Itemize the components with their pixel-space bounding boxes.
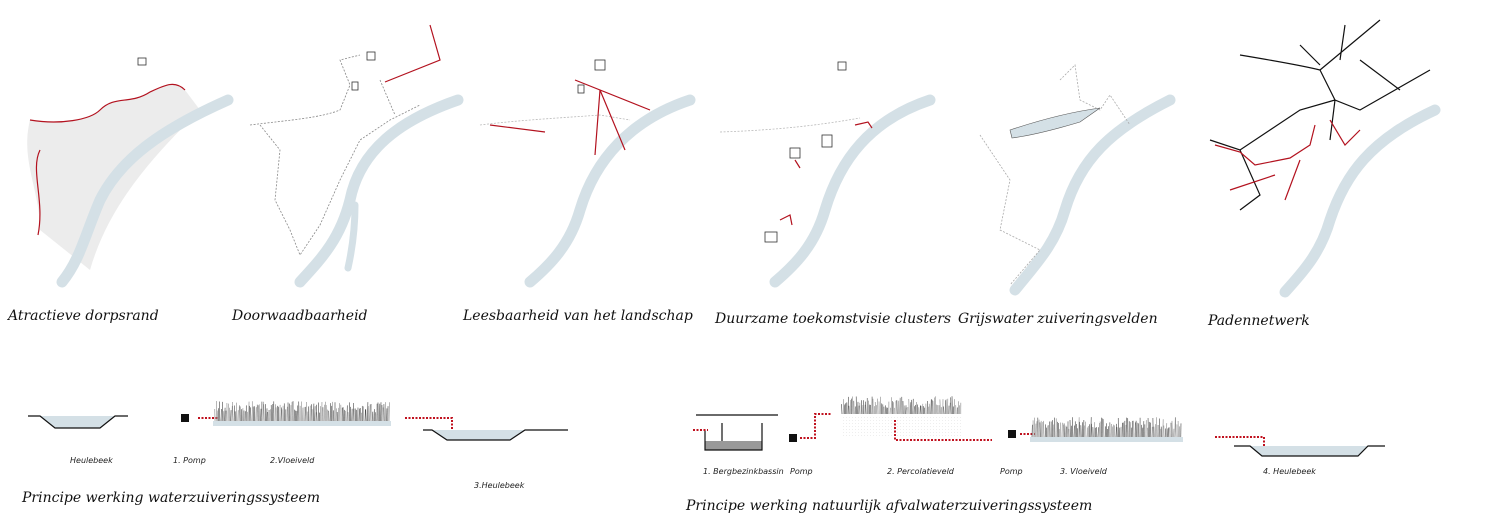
- step-label: 1. Bergbezinkbassin: [703, 467, 784, 476]
- map-caption: Duurzame toekomstvisie clusters: [714, 311, 951, 327]
- reed-vegetation: [1031, 417, 1182, 438]
- step-label: 3. Vloeiveld: [1060, 467, 1108, 476]
- flow-field: [1030, 437, 1183, 442]
- step-label: 2.Vloeiveld: [270, 456, 315, 465]
- path-network: [249, 54, 421, 256]
- percolation-field: [842, 416, 962, 436]
- flow-arrow: [405, 417, 453, 430]
- map-caption: Padennetwerk: [1207, 313, 1310, 329]
- system-title: Principe werking waterzuiveringssysteem: [21, 490, 320, 506]
- pump-icon: [181, 414, 189, 422]
- pump-icon: [789, 434, 797, 442]
- system-title: Principe werking natuurlijk afvalwaterzu…: [685, 498, 1092, 514]
- flow-arrow: [800, 413, 832, 439]
- river: [56, 94, 234, 288]
- sightline: [489, 79, 651, 156]
- river: [524, 94, 696, 288]
- wastewater-purification-system: 1. Bergbezinkbassin Pomp 2. Percolatieve…: [685, 396, 1385, 514]
- basin-water: [705, 441, 762, 450]
- river: [1009, 94, 1176, 296]
- path-line: [1214, 119, 1361, 201]
- road-network: [1209, 19, 1431, 211]
- brook-section: [423, 429, 568, 441]
- map-caption: Doorwaadbaarheid: [231, 308, 368, 324]
- brook-section: [40, 416, 115, 428]
- reed-vegetation: [841, 396, 962, 415]
- flow-arrow: [894, 420, 992, 441]
- map-caption: Grijswater zuiveringsvelden: [958, 311, 1158, 327]
- settling-basin: [704, 423, 763, 451]
- map-grijswater: Grijswater zuiveringsvelden: [958, 64, 1176, 327]
- step-label: Pomp: [1000, 467, 1023, 476]
- map-atractieve-dorpsrand: Atractieve dorpsrand: [6, 57, 234, 324]
- river: [769, 94, 936, 288]
- river: [294, 94, 464, 288]
- map-leesbaarheid: Leesbaarheid van het landschap: [462, 59, 696, 324]
- cluster-highlight: [779, 121, 873, 226]
- step-label: Pomp: [790, 467, 813, 476]
- step-label: 2. Percolatieveld: [887, 467, 955, 476]
- step-label: 3.Heulebeek: [474, 481, 525, 490]
- step-label: 4. Heulebeek: [1263, 467, 1316, 476]
- step-label: 1. Pomp: [173, 456, 206, 465]
- building: [137, 57, 147, 66]
- pump-icon: [1008, 430, 1016, 438]
- map-doorwaadbaarheid: Doorwaadbaarheid: [231, 24, 464, 324]
- village-edge-line: [29, 83, 186, 236]
- flow-arrow: [1215, 436, 1265, 446]
- map-padennetwerk: Padennetwerk: [1207, 19, 1441, 329]
- flow-field: [213, 421, 391, 426]
- map-caption: Atractieve dorpsrand: [6, 308, 159, 324]
- map-duurzame-clusters: Duurzame toekomstvisie clusters: [714, 61, 951, 327]
- step-label: Heulebeek: [70, 456, 113, 465]
- treatment-fields: [1009, 107, 1101, 139]
- map-caption: Leesbaarheid van het landschap: [462, 308, 693, 324]
- water-purification-system: Heulebeek 1. Pomp 2.Vloeiveld 3.Heulebee…: [21, 401, 568, 506]
- route-line: [384, 24, 441, 83]
- brook-section: [1234, 445, 1385, 457]
- river: [1279, 104, 1441, 298]
- reed-vegetation: [214, 401, 390, 422]
